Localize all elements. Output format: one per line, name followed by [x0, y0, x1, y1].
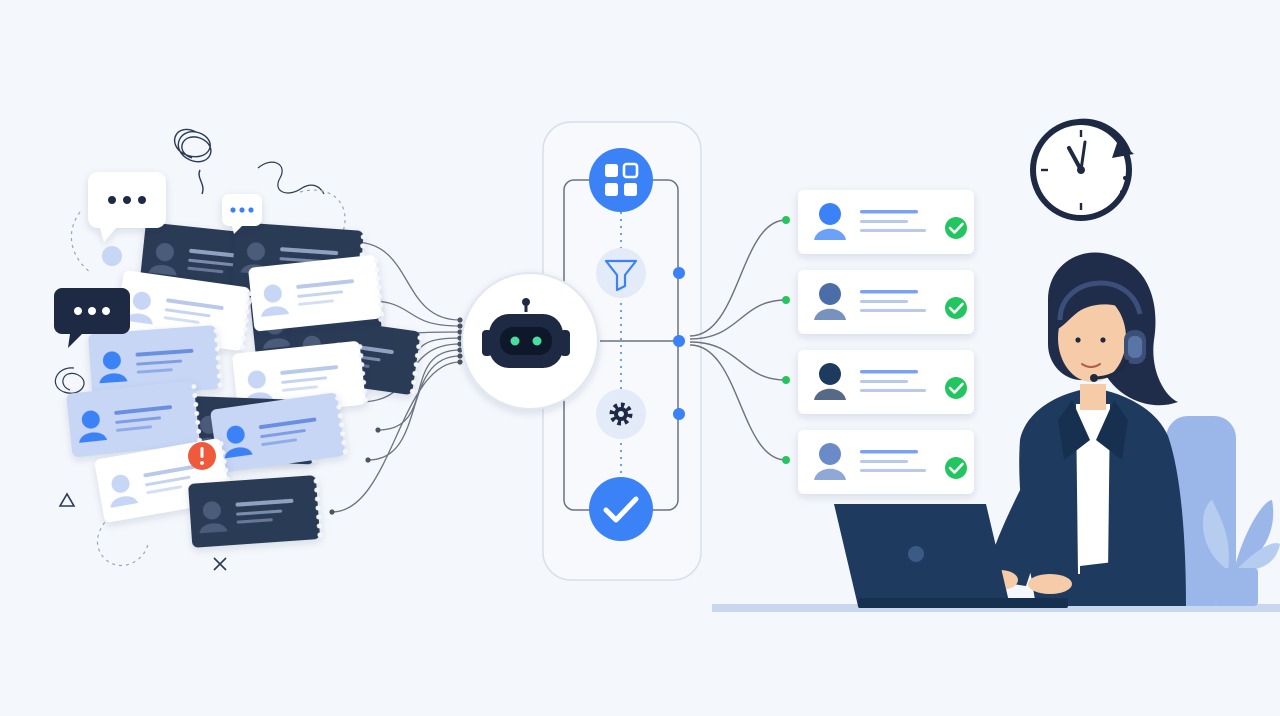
alert-icon [188, 442, 216, 470]
small-shapes [58, 492, 227, 571]
connector-line [353, 241, 461, 321]
output-connector [689, 344, 787, 461]
user-avatar-icon [155, 243, 174, 262]
chat-bubble-icon [88, 172, 166, 242]
ai-robot-hub [461, 272, 599, 410]
resolved-ticket-card [798, 350, 974, 414]
grid-icon [605, 162, 639, 196]
chat-bubble-icon [54, 288, 130, 348]
user-avatar-icon [246, 242, 265, 261]
resolved-ticket-card [798, 190, 974, 254]
check-icon [945, 457, 967, 479]
ticket-card [66, 381, 202, 458]
check-icon [945, 377, 967, 399]
chat-bubble-icon [222, 194, 262, 234]
user-avatar-icon [819, 283, 841, 305]
ticket-card [188, 475, 323, 548]
check-icon [945, 297, 967, 319]
user-avatar-icon [819, 363, 841, 385]
user-avatar-icon [132, 291, 151, 310]
resolved-ticket-card [798, 430, 974, 494]
filter-icon [604, 259, 638, 292]
connector-line [377, 349, 461, 431]
user-avatar-icon [819, 203, 841, 225]
categorize-step [589, 148, 653, 212]
user-avatar-icon [263, 284, 282, 303]
check-icon [603, 496, 639, 523]
user-avatar-icon [226, 425, 245, 444]
gear-icon [609, 402, 633, 426]
user-dot-icon [102, 246, 122, 266]
resolved-ticket-list [798, 190, 974, 494]
ticket-card [88, 325, 223, 398]
plant-icon [1202, 500, 1280, 606]
connector-line [331, 361, 461, 513]
ticket-card [210, 392, 348, 473]
clock-icon [1030, 118, 1134, 221]
output-connector [689, 219, 787, 337]
robot-to-resolved-connectors [689, 216, 790, 464]
incoming-ticket-pile [66, 222, 423, 548]
resolved-ticket-card [798, 270, 974, 334]
laptop-icon [834, 504, 1068, 608]
user-avatar-icon [247, 370, 266, 389]
output-connector [689, 299, 787, 340]
scribble-decorations [54, 128, 325, 394]
output-connector [689, 341, 787, 381]
user-avatar-icon [111, 474, 130, 493]
filter-step [596, 248, 646, 298]
user-avatar-icon [202, 501, 221, 520]
check-icon [945, 217, 967, 239]
support-agent-scene [712, 252, 1280, 612]
done-step [589, 477, 653, 541]
process-step [596, 389, 646, 439]
user-avatar-icon [81, 410, 100, 429]
ticket-card [248, 255, 384, 332]
robot-icon [482, 298, 570, 368]
user-avatar-icon [819, 443, 841, 465]
user-avatar-icon [102, 351, 121, 370]
